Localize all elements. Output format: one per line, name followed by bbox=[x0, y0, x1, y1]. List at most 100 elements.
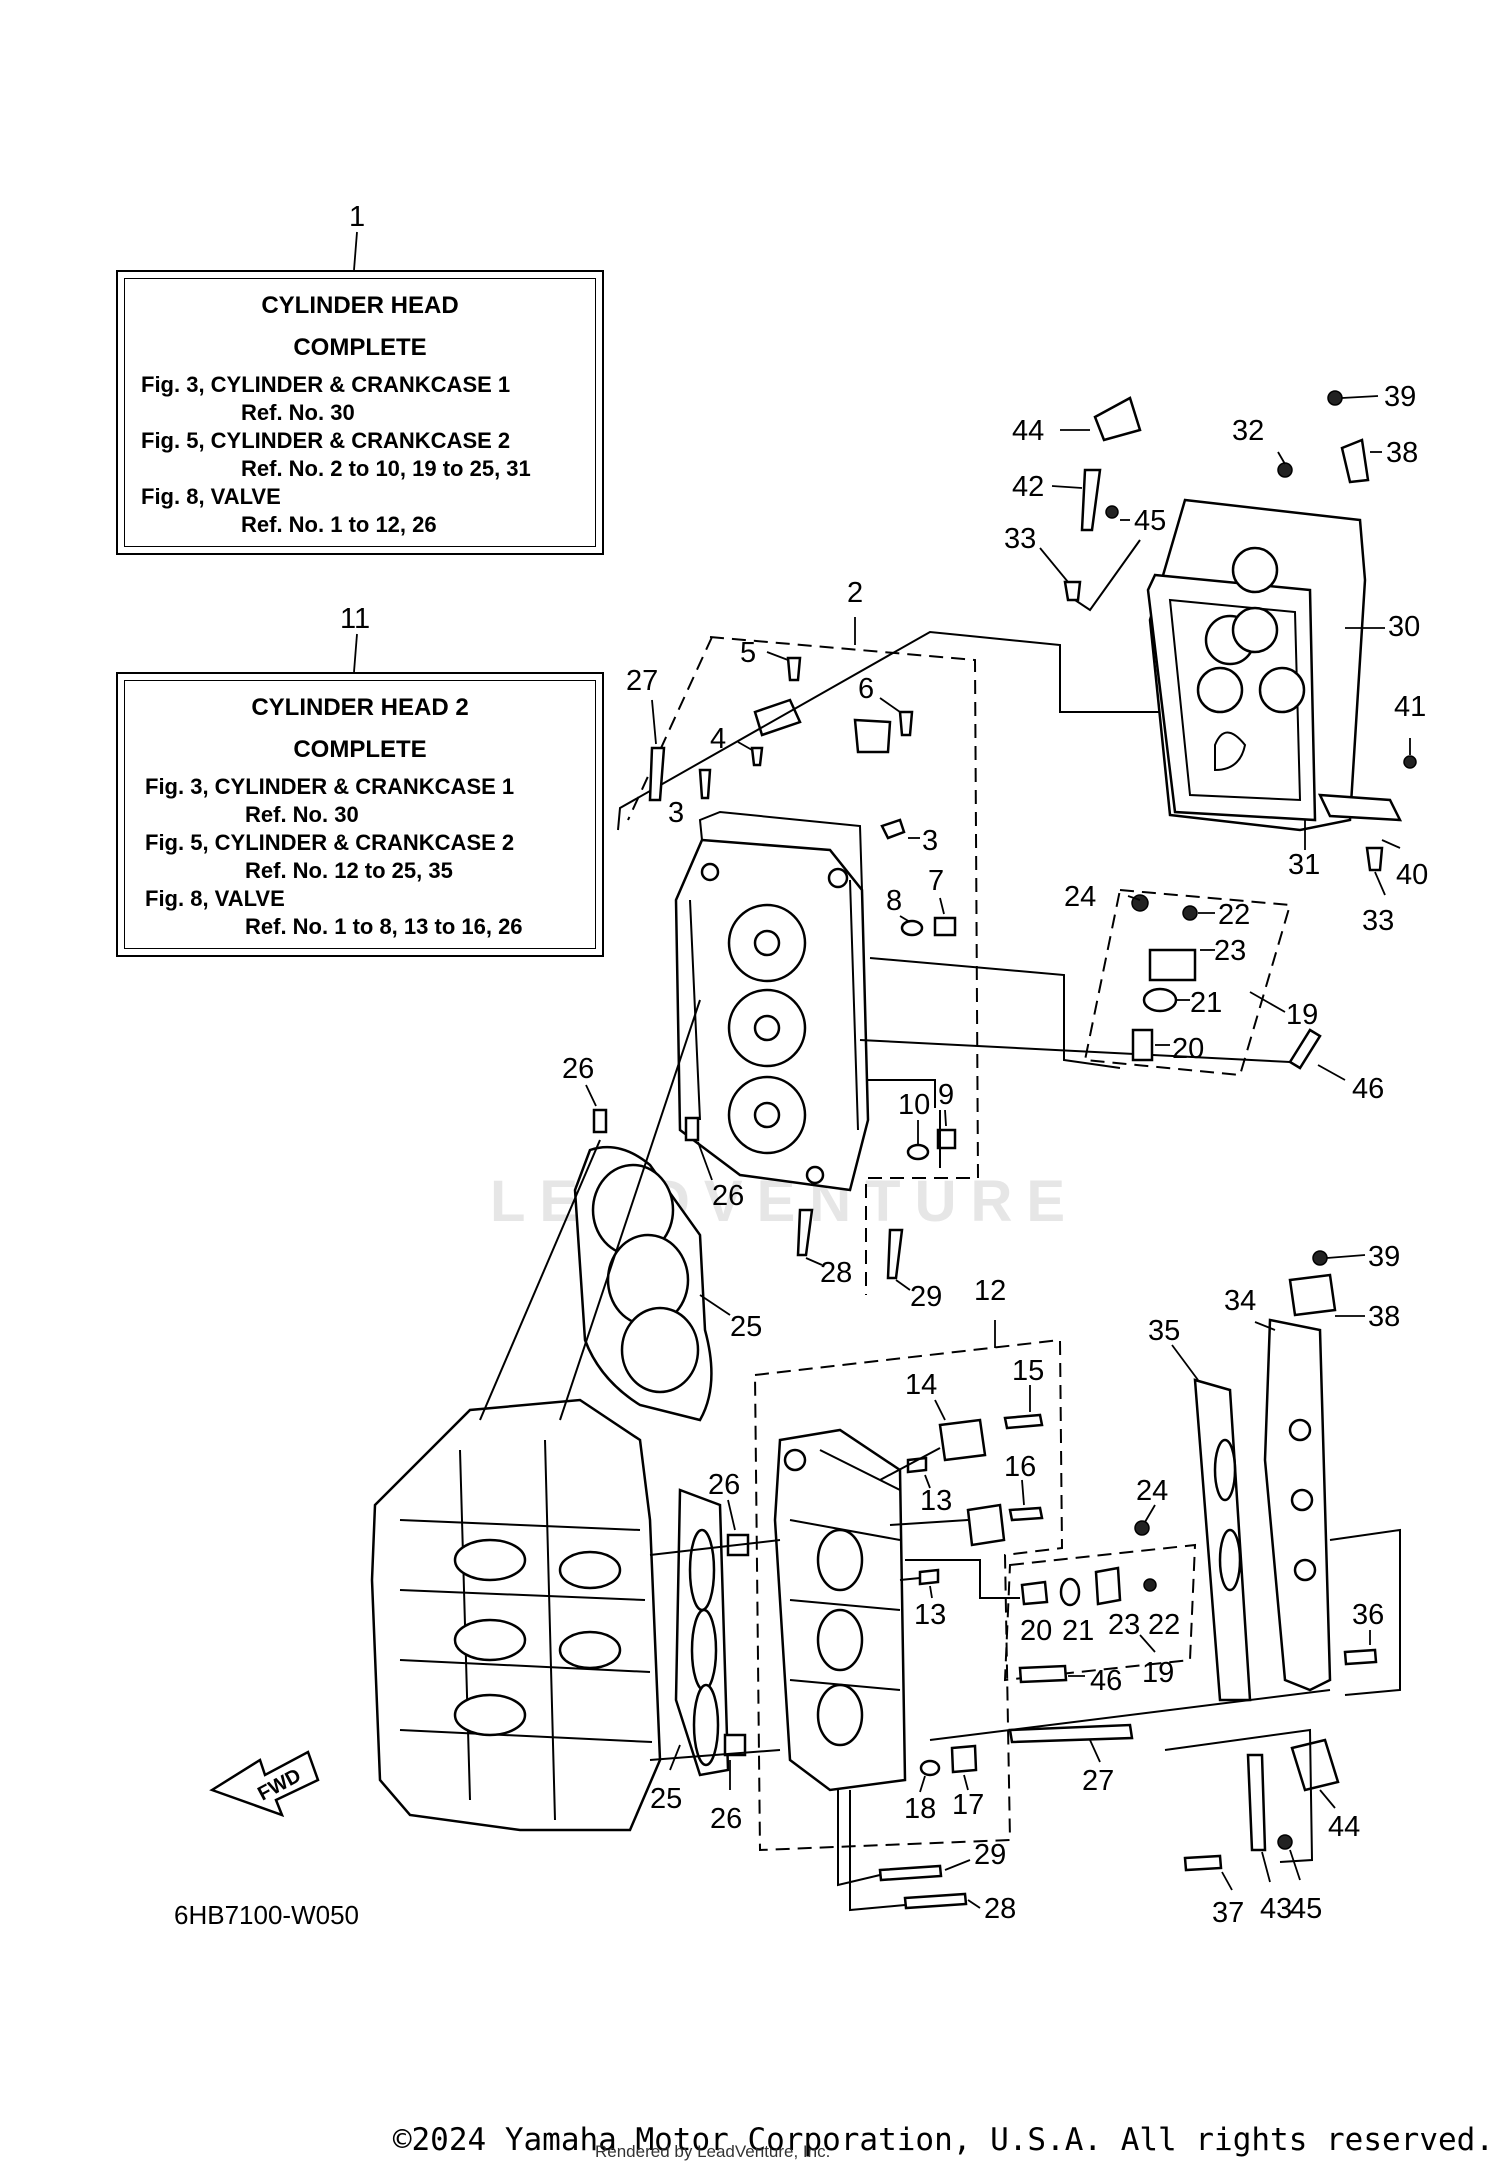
info-box-line: Fig. 8, VALVE bbox=[141, 484, 281, 509]
copyright-text: ©2024 Yamaha Motor Corporation, U.S.A. A… bbox=[392, 2122, 1494, 2158]
callout: 37 bbox=[1212, 1897, 1244, 1929]
bolt-39-lower bbox=[1312, 1250, 1328, 1266]
callout: 24 bbox=[1136, 1475, 1168, 1507]
callout: 23 bbox=[1108, 1609, 1140, 1641]
leader-line bbox=[585, 1084, 597, 1107]
leader-line bbox=[727, 1499, 736, 1531]
sensor-33 bbox=[1063, 580, 1082, 602]
callout: 38 bbox=[1386, 437, 1418, 469]
callout: 26 bbox=[708, 1469, 740, 1501]
assembly-line bbox=[479, 1139, 601, 1421]
info-box-inner-border: CYLINDER HEAD 2 COMPLETE Fig. 3, CYLINDE… bbox=[124, 680, 596, 949]
bolt-29b bbox=[878, 1864, 943, 1882]
cam-cap-14 bbox=[938, 1418, 987, 1462]
group-boundary-2 bbox=[627, 636, 980, 1295]
info-box-title: CYLINDER HEAD bbox=[261, 292, 459, 319]
gasket-bore bbox=[690, 1608, 718, 1692]
leader-line bbox=[1127, 895, 1141, 901]
bolt-29a bbox=[886, 1228, 904, 1280]
info-box-line: Fig. 5, CYLINDER & CRANKCASE 2 bbox=[145, 830, 515, 855]
gasket-21 bbox=[1142, 987, 1178, 1013]
info-box-line: Fig. 3, CYLINDER & CRANKCASE 1 bbox=[145, 774, 515, 799]
valve-cover-upper bbox=[1146, 498, 1367, 832]
leader-line bbox=[1249, 991, 1286, 1013]
callout: 22 bbox=[1218, 899, 1250, 931]
callout: 29 bbox=[974, 1839, 1006, 1871]
sensor-37 bbox=[1183, 1854, 1223, 1872]
spark-plug-46-lower bbox=[1018, 1664, 1068, 1684]
bolt-28b bbox=[903, 1892, 968, 1910]
callout: 26 bbox=[710, 1803, 742, 1835]
bracket-38 bbox=[1340, 438, 1370, 484]
spark-plug-46 bbox=[1288, 1028, 1322, 1070]
callout: 29 bbox=[910, 1281, 942, 1313]
forward-arrow: FWD bbox=[209, 1750, 320, 1818]
callout: 26 bbox=[712, 1180, 744, 1212]
callout: 5 bbox=[740, 637, 756, 669]
callout: 21 bbox=[1190, 987, 1222, 1019]
leader-line bbox=[697, 1141, 713, 1181]
bolt-22-lower bbox=[1143, 1578, 1157, 1592]
leader-line bbox=[924, 1474, 931, 1489]
callout: 10 bbox=[898, 1089, 930, 1121]
leader-line bbox=[1039, 547, 1069, 583]
plug-9 bbox=[936, 1128, 957, 1150]
callout: 36 bbox=[1352, 1599, 1384, 1631]
callout: 25 bbox=[730, 1311, 762, 1343]
callout: 40 bbox=[1396, 859, 1428, 891]
valve-cover-35 bbox=[1193, 1378, 1252, 1702]
leader-line bbox=[1021, 1479, 1025, 1506]
leader-line bbox=[651, 699, 657, 745]
callout: 18 bbox=[904, 1793, 936, 1825]
sensor-cover-44-lower bbox=[1290, 1738, 1340, 1792]
callout: 9 bbox=[938, 1079, 954, 1111]
leader-line bbox=[699, 1294, 731, 1316]
info-box-line: Ref. No. 2 to 10, 19 to 25, 31 bbox=[241, 456, 531, 481]
leader-line bbox=[879, 697, 901, 713]
leader-line bbox=[737, 741, 753, 751]
leader-line bbox=[1254, 1321, 1276, 1331]
callout: 21 bbox=[1062, 1615, 1094, 1647]
assembly-line bbox=[1329, 1528, 1401, 1696]
callout: 35 bbox=[1148, 1315, 1180, 1347]
info-box-subtitle: COMPLETE bbox=[293, 334, 427, 361]
head-gasket-upper bbox=[573, 1145, 713, 1422]
dowel-3b bbox=[880, 818, 906, 840]
leader-line bbox=[899, 915, 911, 923]
washer-10 bbox=[906, 1143, 930, 1161]
group-boundary-12 bbox=[753, 1338, 1064, 1852]
leader-line bbox=[934, 1399, 946, 1421]
leader-line bbox=[1317, 1064, 1346, 1081]
info-box-title: CYLINDER HEAD 2 bbox=[251, 694, 469, 721]
bolt-28a bbox=[796, 1208, 814, 1257]
thermostat-20 bbox=[1131, 1028, 1154, 1062]
bolt-45 bbox=[1105, 505, 1119, 519]
callout: 44 bbox=[1012, 415, 1044, 447]
callout: 19 bbox=[1286, 999, 1318, 1031]
callout: 43 bbox=[1260, 1893, 1292, 1925]
info-box-inner-border: CYLINDER HEAD COMPLETE Fig. 3, CYLINDER … bbox=[124, 278, 596, 547]
callout: 32 bbox=[1232, 415, 1264, 447]
callout: 13 bbox=[920, 1485, 952, 1517]
cylinder-block bbox=[370, 1398, 662, 1832]
callout: 41 bbox=[1394, 691, 1426, 723]
leader-line bbox=[353, 231, 358, 271]
callout: 19 bbox=[1142, 1657, 1174, 1689]
bolt-22 bbox=[1182, 905, 1198, 921]
callout: 33 bbox=[1362, 905, 1394, 937]
leader-line bbox=[1289, 1849, 1301, 1881]
washer-8 bbox=[900, 919, 924, 937]
thermostat-cover-23 bbox=[1148, 948, 1197, 982]
callout: 30 bbox=[1388, 611, 1420, 643]
callout: 42 bbox=[1012, 471, 1044, 503]
assembly-line bbox=[905, 1559, 1020, 1599]
assembly-line bbox=[879, 1447, 969, 1581]
bolt-32 bbox=[1277, 462, 1293, 478]
valve-cover-34 bbox=[1263, 1318, 1332, 1692]
drawing-code: 6HB7100-W050 bbox=[174, 1900, 359, 1930]
callout: 27 bbox=[1082, 1765, 1114, 1797]
leader-line bbox=[1381, 839, 1401, 849]
leader-line bbox=[353, 633, 358, 673]
bracket-40 bbox=[1317, 793, 1403, 822]
callout: 8 bbox=[886, 885, 902, 917]
